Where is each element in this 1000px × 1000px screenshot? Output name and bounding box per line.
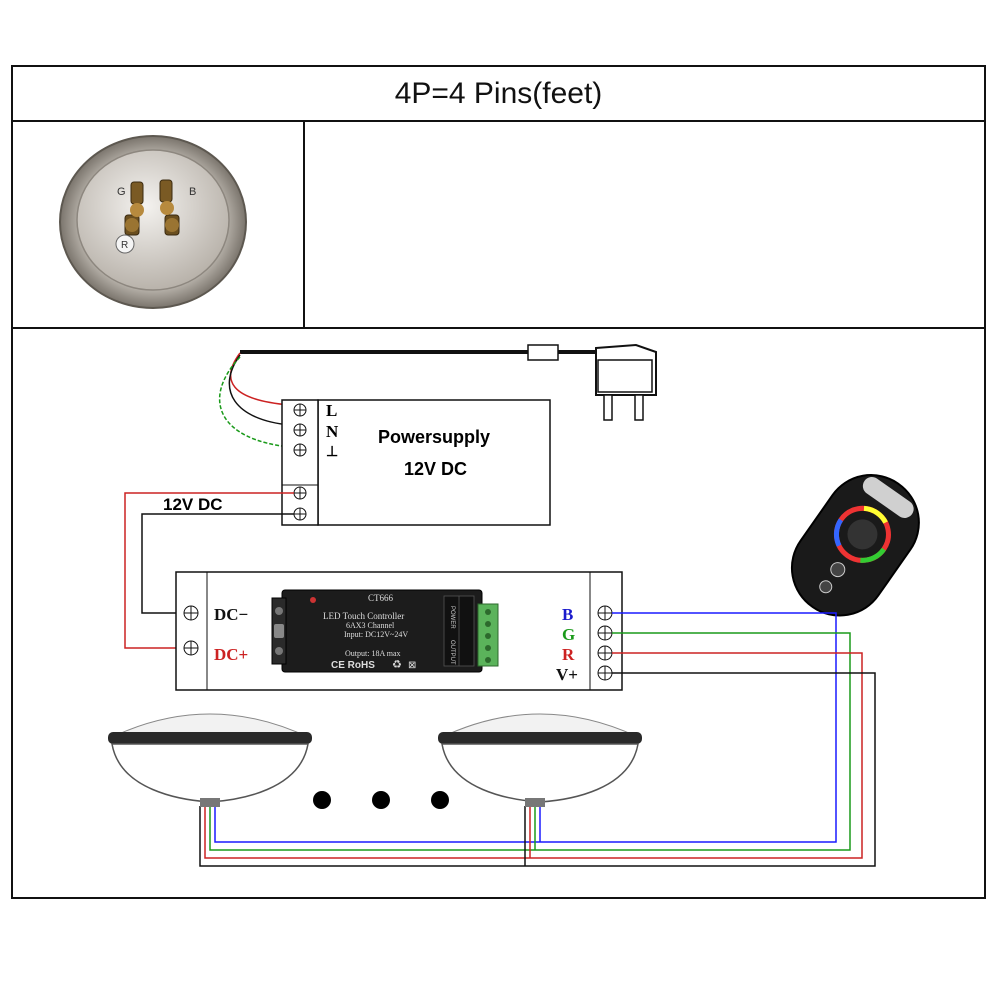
- dc-wire-label: 12V DC: [163, 495, 223, 514]
- psu-terminal-ground: ⊥: [326, 445, 338, 460]
- dc-wires: [124, 492, 294, 649]
- mains-plug-icon: [595, 343, 657, 421]
- controller-name: LED Touch Controller: [323, 611, 404, 621]
- controller-output: Output: 18A max: [345, 649, 401, 658]
- psu-voltage-label: 12V DC: [404, 459, 467, 479]
- controller-power-label: POWER: [449, 606, 455, 629]
- controller-out-r: R: [562, 645, 575, 664]
- controller-channels: 6AX3 Channel: [346, 621, 395, 630]
- lamp-pins-photo: G B R: [59, 135, 247, 309]
- controller-dc-plus: DC+: [214, 645, 248, 664]
- diagram-title: 4P=4 Pins(feet): [13, 67, 984, 122]
- pool-lamp-left: [108, 713, 312, 807]
- output-wires: [199, 612, 876, 867]
- touch-remote: [790, 474, 920, 617]
- lamp-photo-row: G B R: [13, 122, 984, 329]
- power-supply: L N ⊥ Powersupply 12V DC: [281, 399, 551, 526]
- pin-label-b: B: [189, 186, 196, 198]
- psu-label: Powersupply: [378, 427, 490, 447]
- controller-marks: CE RoHS: [331, 660, 375, 671]
- rgb-controller: DC− DC+ B G R V+ CT666 LED Touch Control…: [175, 571, 623, 691]
- controller-out-g: G: [562, 625, 575, 644]
- controller-input: Input: DC12V~24V: [344, 630, 408, 639]
- weee-bin-icon: ⊠: [408, 660, 416, 671]
- controller-terminal-screws: [183, 605, 613, 681]
- pin-label-r: R: [121, 240, 128, 251]
- controller-out-vplus: V+: [556, 665, 578, 684]
- psu-terminal-n: N: [326, 422, 339, 441]
- recycle-icon: ♻: [392, 659, 402, 671]
- controller-output-label: OUTPUT: [449, 640, 455, 665]
- psu-terminal-screws: [293, 403, 307, 521]
- controller-model: CT666: [368, 593, 394, 603]
- pin-label-g: G: [117, 186, 126, 198]
- more-lamps-ellipsis: [313, 791, 449, 809]
- psu-terminal-l: L: [326, 401, 337, 420]
- pool-lamp-right: [438, 713, 642, 807]
- diagram-frame: 4P=4 Pins(feet): [11, 65, 986, 899]
- lamp-pins-photo-cell: G B R: [13, 122, 305, 327]
- controller-out-b: B: [562, 605, 573, 624]
- controller-dc-minus: DC−: [214, 605, 248, 624]
- controller-module: CT666 LED Touch Controller 6AX3 Channel …: [271, 589, 499, 673]
